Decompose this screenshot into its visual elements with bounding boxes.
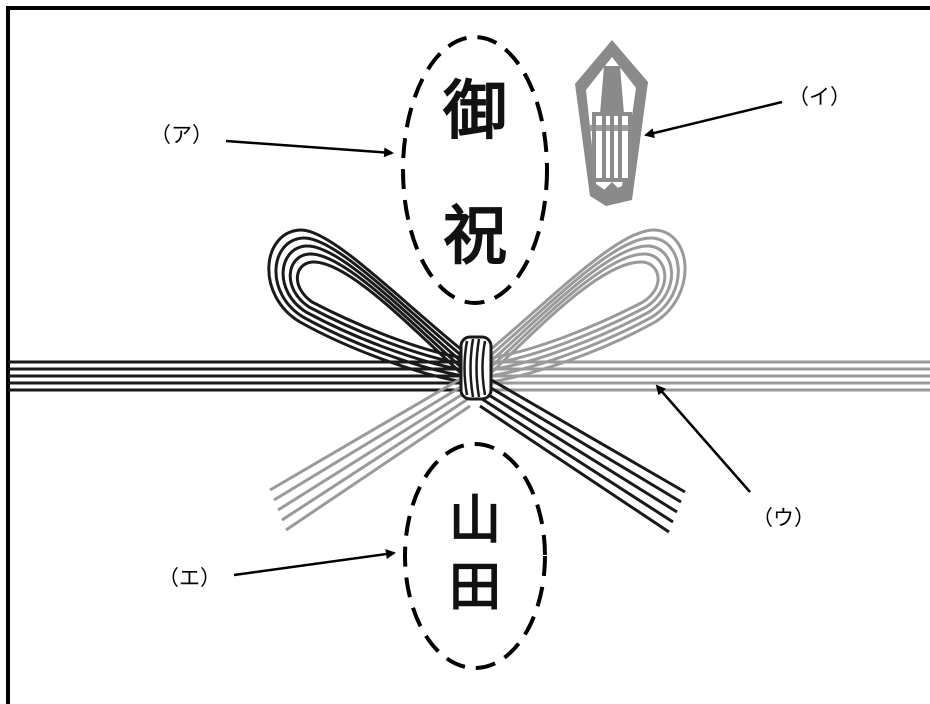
mizuhiki-knot bbox=[459, 335, 493, 401]
arrow-a bbox=[225, 139, 394, 158]
name-char-1: 山 bbox=[449, 491, 501, 551]
mizuhiki-left-loop bbox=[267, 228, 465, 384]
omotegaki-char-2: 祝 bbox=[443, 199, 507, 274]
name-dashed-ellipse bbox=[403, 442, 547, 670]
mizuhiki-right-tail bbox=[479, 376, 686, 534]
noshi-ornament-icon bbox=[575, 40, 648, 206]
label-i: （イ） bbox=[788, 85, 851, 109]
label-e: （エ） bbox=[158, 566, 221, 590]
omotegaki-dashed-ellipse bbox=[401, 35, 549, 305]
arrow-u bbox=[655, 384, 751, 493]
label-a: （ア） bbox=[150, 123, 213, 147]
name-area: 山 田 bbox=[403, 442, 547, 670]
name-char-2: 田 bbox=[449, 558, 501, 618]
label-u: （ウ） bbox=[752, 506, 815, 530]
mizuhiki-right-loop bbox=[488, 228, 687, 384]
omotegaki-char-1: 御 bbox=[442, 74, 507, 149]
mizuhiki-left-tail bbox=[269, 376, 471, 532]
omotegaki-area: 御 祝 bbox=[401, 35, 549, 305]
arrow-i bbox=[644, 100, 783, 138]
arrow-e bbox=[233, 549, 396, 577]
